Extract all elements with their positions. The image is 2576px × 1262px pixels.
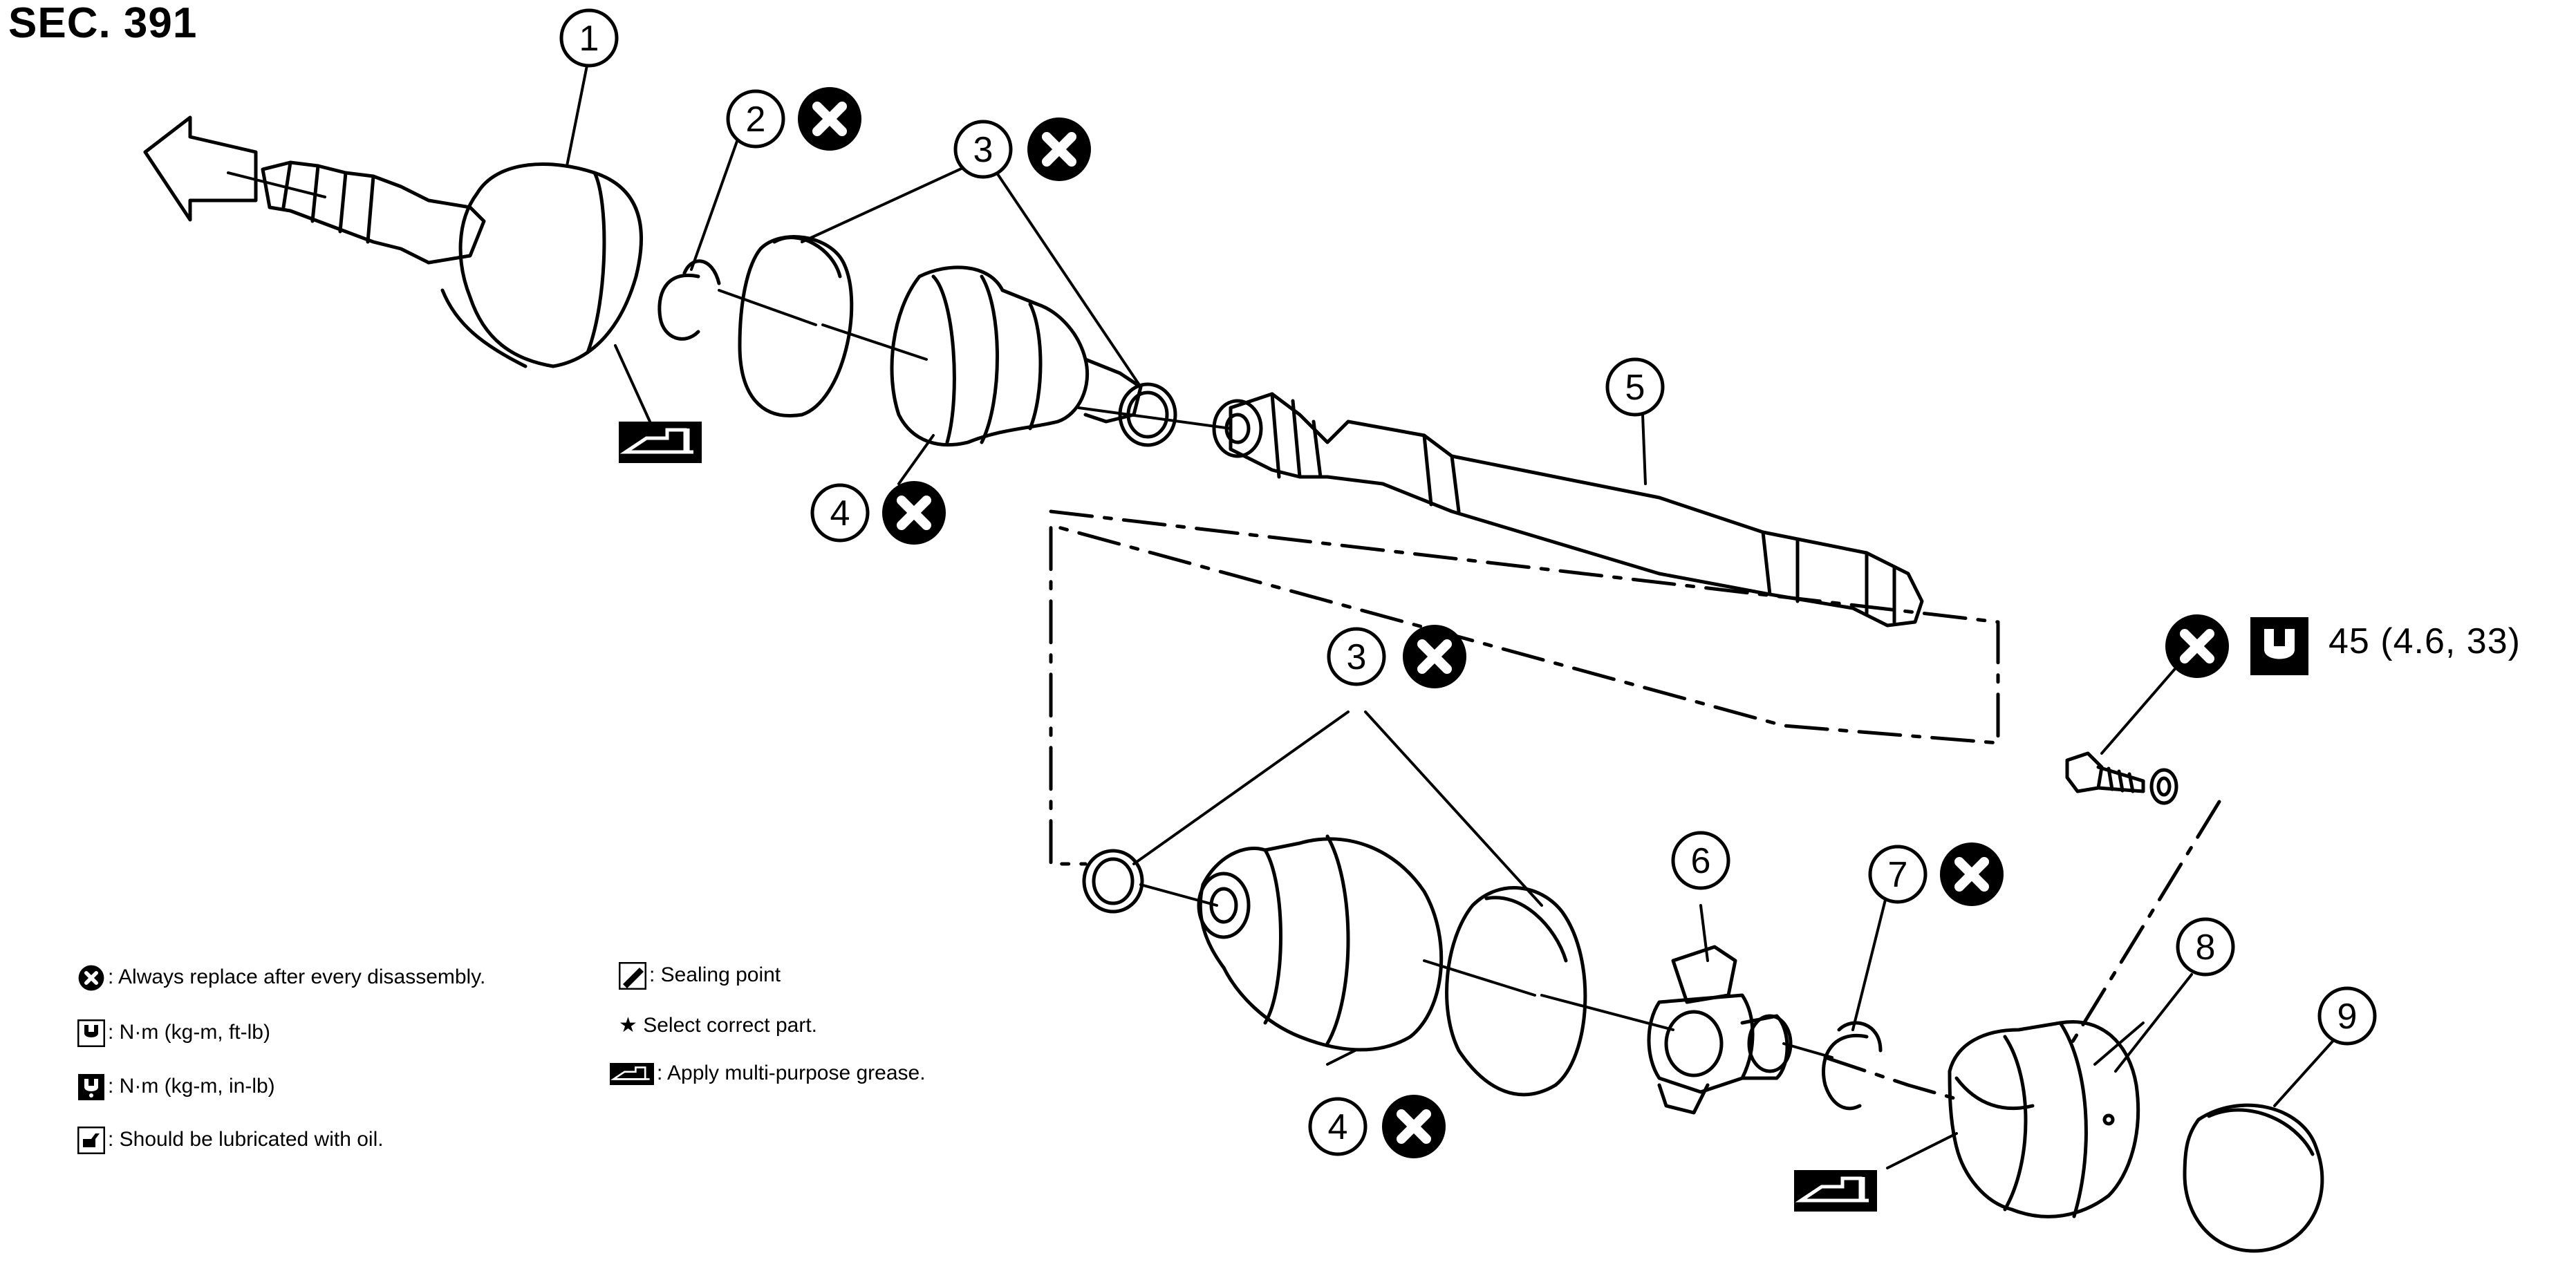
replace-icon [78,965,104,991]
center-axis-segments [227,171,1833,1059]
section-title: SEC. 391 [8,0,198,47]
part-7-snap-ring [1822,1021,1883,1111]
replace-icon [1403,625,1466,688]
callout-4-upper: 4 [810,483,870,543]
part-4-boot-upper [890,265,1143,447]
part-9-o-ring [2183,1103,2324,1253]
callout-2-number: 2 [746,100,766,140]
replace-icon [882,481,946,545]
callout-5: 5 [1605,357,1665,417]
torque-wrench-icon [77,1019,105,1047]
callout-1-number: 1 [579,19,599,59]
grease-icon [1794,1170,1877,1212]
callout-9: 9 [2317,986,2377,1046]
axis-line-lower [1823,1055,1959,1101]
grease-icon [610,1063,654,1086]
part-1-outer-joint [261,160,643,368]
part-3-band-upper [738,235,854,417]
callout-5-number: 5 [1625,368,1645,408]
callout-9-number: 9 [2337,997,2358,1037]
grease-icon [619,422,702,463]
part-3-band-lower [1445,886,1587,1097]
callout-3-number: 3 [1347,637,1367,677]
legend-torque-in-text: : N·m (kg-m, in-lb) [108,1074,275,1098]
legend-grease: : Apply multi-purpose grease. [610,1061,926,1086]
legend-select-text: ★ Select correct part. [619,1014,817,1037]
part-6-spider-assembly [1647,945,1793,1115]
callout-3-upper: 3 [953,120,1013,179]
part-4-boot-lower [1197,834,1444,1052]
part-5-shaft [1212,392,1924,628]
part-8-housing [1948,1020,2140,1218]
torque-wrench-icon [2250,617,2308,675]
torque-value: 45 (4.6, 33) [2328,621,2521,661]
callout-6: 6 [1671,831,1730,890]
legend-select: ★ Select correct part. [619,1013,817,1038]
legend-lubricate: : Should be lubricated with oil. [77,1127,384,1154]
legend-torque-in: : N·m (kg-m, in-lb) [77,1073,275,1101]
callout-7-number: 7 [1888,855,1908,895]
direction-arrow-icon [143,115,258,222]
replace-icon [798,87,861,151]
washer [2149,768,2178,805]
sealing-point-icon [619,962,646,990]
replace-icon [2165,614,2229,678]
bolt [2065,751,2145,793]
part-3-small-band-lower [1082,849,1144,914]
legend-torque-ft-text: : N·m (kg-m, ft-lb) [108,1020,270,1044]
torque-wrench-filled-icon [78,1074,104,1100]
legend-torque-ft: : N·m (kg-m, ft-lb) [77,1019,270,1047]
callout-8-number: 8 [2196,927,2216,968]
callout-2: 2 [726,89,785,149]
replace-icon [1027,117,1091,181]
replace-icon [1940,842,2004,906]
legend-sealing: : Sealing point [619,962,781,990]
dash-dot-assembly-line [1049,509,2000,866]
bolt-axis-line [2065,800,2221,1053]
callout-1: 1 [559,8,619,68]
legend-grease-text: : Apply multi-purpose grease. [657,1062,926,1084]
legend-replace-text: : Always replace after every disassembly… [108,965,486,988]
leader-lines [566,61,2338,1169]
legend-sealing-text: : Sealing point [649,963,781,986]
callout-7: 7 [1868,845,1928,904]
callout-4-lower: 4 [1308,1097,1368,1156]
legend-lubricate-text: : Should be lubricated with oil. [108,1127,384,1151]
replace-icon [1382,1095,1446,1158]
callout-6-number: 6 [1691,841,1711,881]
oil-can-icon [77,1127,105,1154]
callout-3-number: 3 [973,130,993,170]
callout-4-number: 4 [1328,1107,1348,1147]
callout-4-number: 4 [830,493,850,534]
part-2-circlip [657,259,721,341]
callout-3-lower: 3 [1327,627,1386,686]
callout-8: 8 [2176,917,2235,977]
legend-replace: : Always replace after every disassembly… [77,964,485,992]
